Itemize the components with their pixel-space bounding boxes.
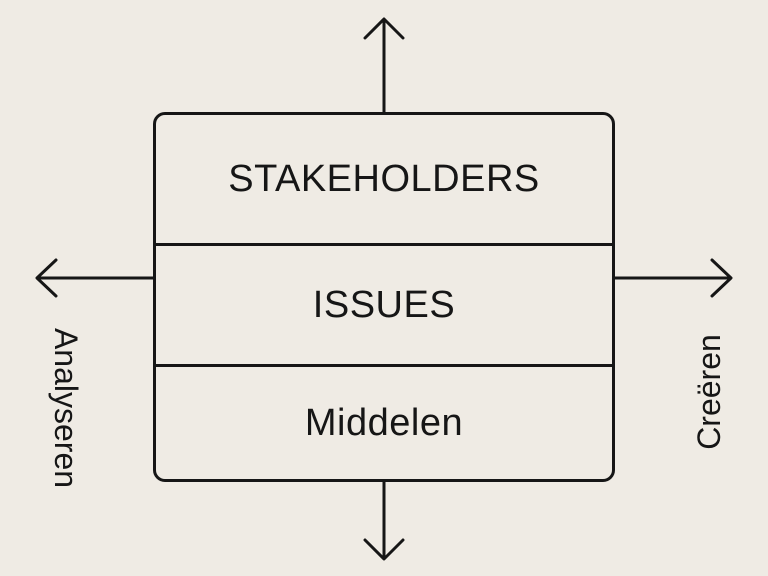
section-middelen: Middelen (156, 367, 612, 479)
section-label: STAKEHOLDERS (228, 157, 540, 200)
left-label-analyseren: Analyseren (48, 327, 84, 489)
arrow-down (363, 480, 405, 561)
section-issues: ISSUES (156, 246, 612, 367)
right-label-creeren: Creëren (691, 334, 727, 450)
arrow-up (363, 17, 405, 114)
section-stakeholders: STAKEHOLDERS (156, 115, 612, 246)
stakeholder-issues-box: STAKEHOLDERS ISSUES Middelen (153, 112, 615, 482)
section-label: ISSUES (312, 283, 456, 326)
arrow-right (613, 258, 733, 298)
arrow-left (35, 258, 155, 298)
section-label: Middelen (304, 401, 464, 444)
